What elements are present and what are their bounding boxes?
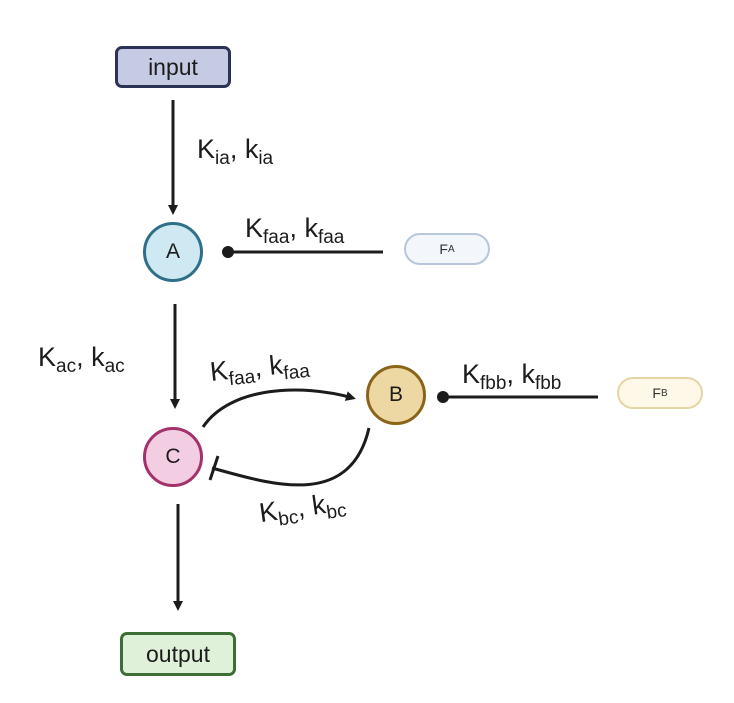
output-box: output <box>120 632 236 676</box>
edge-fb-to-b-dot <box>437 391 449 403</box>
rate-subscript: fbb <box>534 373 562 394</box>
edge-c-to-b <box>201 388 356 428</box>
input-box: input <box>115 46 231 88</box>
rate-label-a-to-c: Kac, kac <box>38 342 125 377</box>
rate-subscript: faa <box>317 227 345 248</box>
rate-separator: , <box>229 134 245 164</box>
rate-symbol: k <box>521 359 535 389</box>
rate-symbol: K <box>38 342 57 372</box>
feed-fa-main: F <box>439 241 448 257</box>
rate-subscript: ac <box>56 356 77 377</box>
edge-b-to-c-bar <box>208 455 220 481</box>
rate-symbol: K <box>197 134 216 164</box>
rate-separator: , <box>506 359 522 389</box>
rate-separator: , <box>289 213 305 243</box>
rate-label-fb-to-b: Kfbb, kfbb <box>462 359 562 394</box>
rate-symbol: K <box>257 495 280 529</box>
rate-subscript: ia <box>215 148 230 169</box>
rate-symbol: K <box>208 355 230 388</box>
edge-b-to-c <box>211 427 371 487</box>
rate-symbol: K <box>245 213 264 243</box>
rate-subscript: faa <box>282 360 311 385</box>
feed-fa-sub: A <box>447 243 455 255</box>
rate-symbol: K <box>462 359 481 389</box>
rate-label-input-to-a: Kia, kia <box>197 134 274 169</box>
feed-fb-main: F <box>652 385 661 401</box>
node-a: A <box>143 222 203 282</box>
feed-fb-sub: B <box>660 387 668 399</box>
rate-subscript: fbb <box>480 373 507 394</box>
rate-subscript: faa <box>263 227 290 248</box>
rate-separator: , <box>76 342 92 372</box>
rate-subscript: faa <box>227 366 257 391</box>
rate-subscript: ac <box>104 356 125 377</box>
rate-label-fa-to-a: Kfaa, kfaa <box>245 213 345 248</box>
rate-symbol: k <box>91 342 105 372</box>
node-b: B <box>366 365 426 425</box>
rate-symbol: k <box>244 134 259 164</box>
node-c: C <box>143 427 203 487</box>
rate-subscript: bc <box>325 500 348 524</box>
edge-fa-to-a-dot <box>222 246 234 258</box>
rate-symbol: k <box>304 213 318 243</box>
rate-subscript: ia <box>258 148 274 169</box>
